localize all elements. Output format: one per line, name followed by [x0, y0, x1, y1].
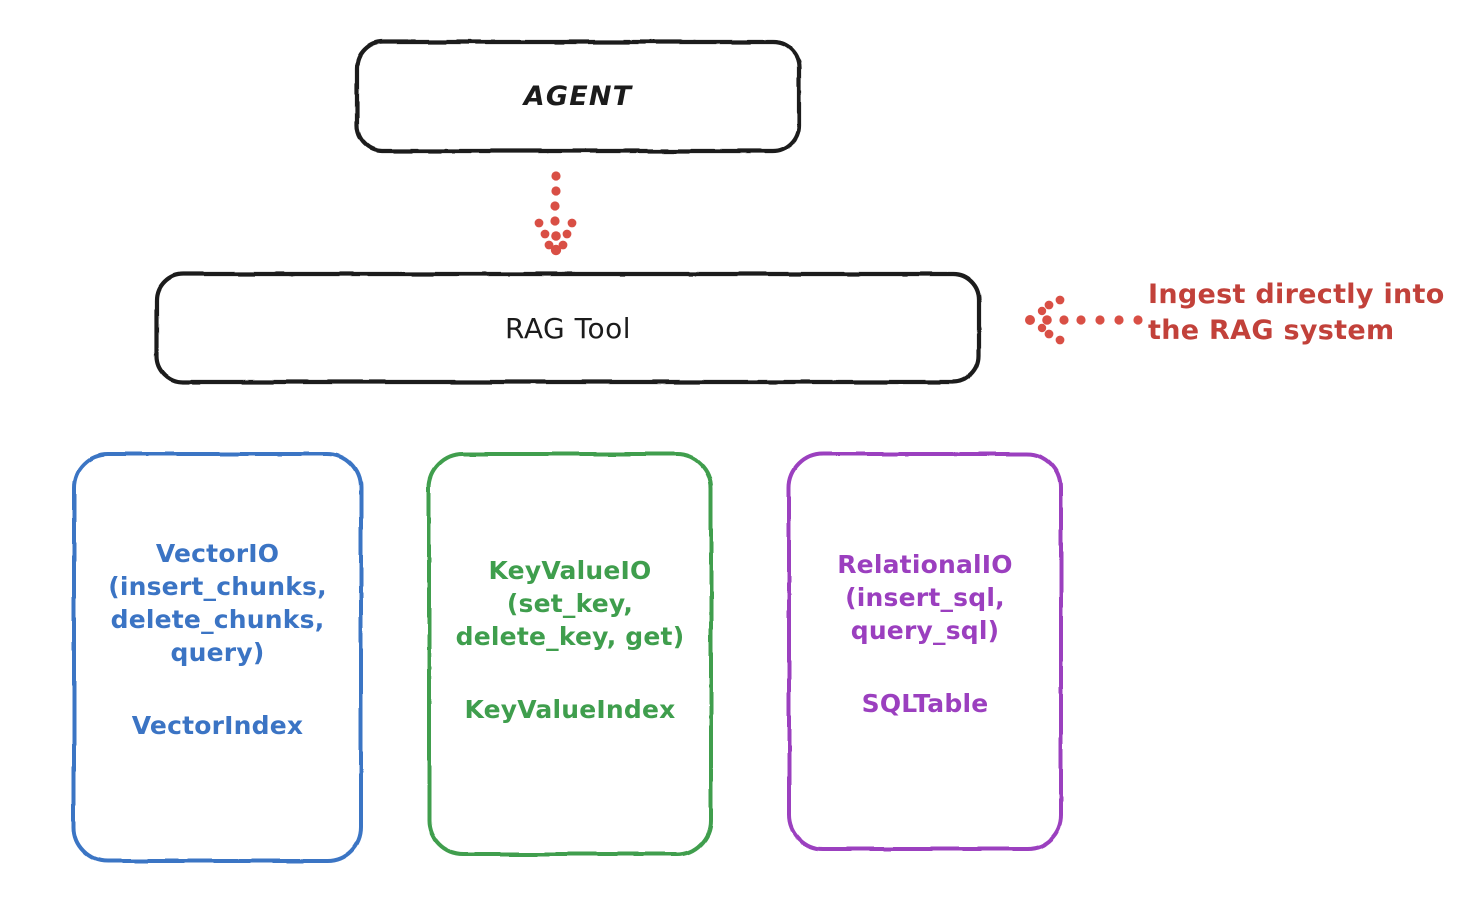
- relational-store-title: RelationalIO (insert_sql, query_sql): [837, 549, 1013, 645]
- node-relational-store[interactable]: RelationalIO (insert_sql, query_sql) SQL…: [787, 452, 1063, 851]
- rag-tool-label: RAG Tool: [505, 311, 631, 345]
- vector-store-subtitle: VectorIndex: [131, 711, 304, 740]
- node-agent[interactable]: AGENT: [355, 40, 801, 153]
- keyvalue-store-title: KeyValueIO (set_key, delete_key, get): [455, 556, 685, 651]
- keyvalue-store-subtitle: KeyValueIndex: [464, 695, 676, 724]
- relational-store-subtitle: SQLTable: [861, 688, 989, 718]
- node-rag-tool[interactable]: RAG Tool: [155, 272, 981, 384]
- arrowhead-down-dots: [534, 218, 577, 250]
- ingest-annotation-text: Ingest directly into the RAG system: [1148, 279, 1445, 347]
- node-keyvalue-store[interactable]: KeyValueIO (set_key, delete_key, get) Ke…: [427, 452, 713, 856]
- agent-label: AGENT: [523, 81, 633, 112]
- vector-store-title: VectorIO (insert_chunks, delete_chunks, …: [108, 539, 327, 667]
- arrowhead-left-dots: [1037, 295, 1065, 345]
- node-vector-store[interactable]: VectorIO (insert_chunks, delete_chunks, …: [72, 452, 363, 863]
- keyvalue-store-box-outline[interactable]: [427, 452, 713, 856]
- relational-store-box-outline[interactable]: [787, 452, 1063, 851]
- connector-ingest-to-rag-tool: [1025, 295, 1143, 345]
- connector-agent-to-rag-tool: [534, 171, 577, 256]
- vector-store-box-outline[interactable]: [72, 452, 363, 863]
- rag-tool-box-outline[interactable]: [154, 271, 982, 385]
- agent-box-outline[interactable]: [354, 39, 802, 154]
